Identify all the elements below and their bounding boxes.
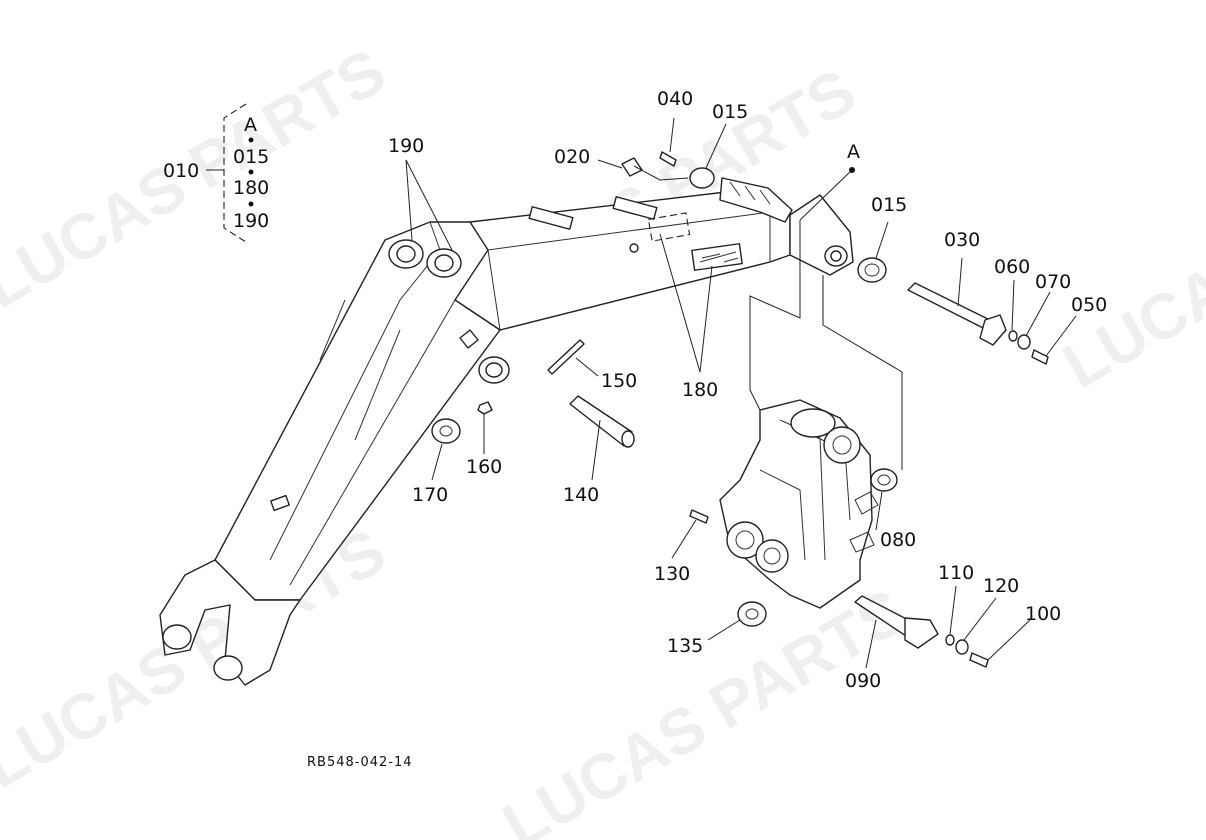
cylinder-clamp (719, 177, 793, 223)
boom-clip (459, 329, 479, 349)
pin-head-plate (904, 617, 939, 649)
pin-head-plate (979, 314, 1007, 346)
boom-top-bracket (528, 206, 574, 230)
callout-170[interactable]: 170 (412, 484, 448, 506)
connector-lines (633, 165, 903, 470)
bracket-dot (248, 201, 254, 207)
callout-015[interactable]: 015 (871, 194, 907, 216)
callout-135[interactable]: 135 (667, 635, 703, 657)
callout-060[interactable]: 060 (994, 256, 1030, 278)
spring-washer (1008, 330, 1018, 342)
watermark-5: LUCAS PARTS (491, 575, 917, 840)
group-bracket (206, 103, 254, 243)
bracket-dot (248, 169, 254, 175)
callout-020[interactable]: 020 (554, 146, 590, 168)
callout-090[interactable]: 090 (845, 670, 881, 692)
reference-point-a (849, 167, 855, 173)
callout-110[interactable]: 110 (938, 562, 974, 584)
boom (159, 187, 854, 686)
group-item-label: 190 (233, 210, 269, 232)
callout-190[interactable]: 190 (388, 135, 424, 157)
grease-nipple (659, 151, 677, 167)
decal-outline (647, 212, 691, 242)
swing-bracket-boss (755, 539, 789, 573)
hardware (431, 151, 1049, 668)
group-item-label: 015 (233, 146, 269, 168)
nut (477, 401, 493, 415)
boom-foot-clevis (159, 559, 301, 686)
bracket-dashed-line (223, 103, 247, 243)
drawing-code: RB548-042-14 (307, 755, 413, 770)
group-item-label: A (244, 114, 257, 136)
callout-labels: 190 040 015 020 A 015 030 060 070 050 15… (388, 88, 1107, 692)
bolt (547, 339, 585, 375)
callout-030[interactable]: 030 (944, 229, 980, 251)
watermarks: LUCAS PARTS LUCAS PARTS LUCAS PARTS LUCA… (0, 35, 1206, 840)
callout-015[interactable]: 015 (712, 101, 748, 123)
callout-a[interactable]: A (847, 141, 860, 163)
grease-nipple (689, 509, 709, 524)
swing-bracket (719, 399, 879, 609)
group-item-label: 180 (233, 177, 269, 199)
washer (955, 639, 969, 655)
bolt (1031, 349, 1049, 365)
callout-180[interactable]: 180 (682, 379, 718, 401)
bush (857, 257, 887, 283)
callout-050[interactable]: 050 (1071, 294, 1107, 316)
bush (689, 167, 715, 189)
callout-130[interactable]: 130 (654, 563, 690, 585)
callout-070[interactable]: 070 (1035, 271, 1071, 293)
callout-140[interactable]: 140 (563, 484, 599, 506)
swing-bracket-boss (726, 521, 764, 559)
spring-washer (945, 634, 955, 646)
callout-040[interactable]: 040 (657, 88, 693, 110)
callout-160[interactable]: 160 (466, 456, 502, 478)
boom-plate (270, 494, 290, 512)
shim (431, 418, 461, 444)
shim (870, 468, 898, 492)
washer (1017, 334, 1031, 350)
group-callout-label: 010 (163, 160, 199, 182)
callout-150[interactable]: 150 (601, 370, 637, 392)
boom-bolt-hole (629, 243, 639, 253)
callout-120[interactable]: 120 (983, 575, 1019, 597)
swing-bracket-boss (823, 426, 861, 464)
callout-080[interactable]: 080 (880, 529, 916, 551)
boom-top-bracket (612, 196, 658, 220)
swing-bracket-boss (790, 408, 836, 438)
bracket-dot (248, 137, 254, 143)
watermark-3: LUCAS PARTS (1051, 115, 1206, 403)
shim (737, 601, 767, 627)
leader-lines (405, 117, 1077, 669)
bolt (969, 652, 989, 668)
callout-100[interactable]: 100 (1025, 603, 1061, 625)
